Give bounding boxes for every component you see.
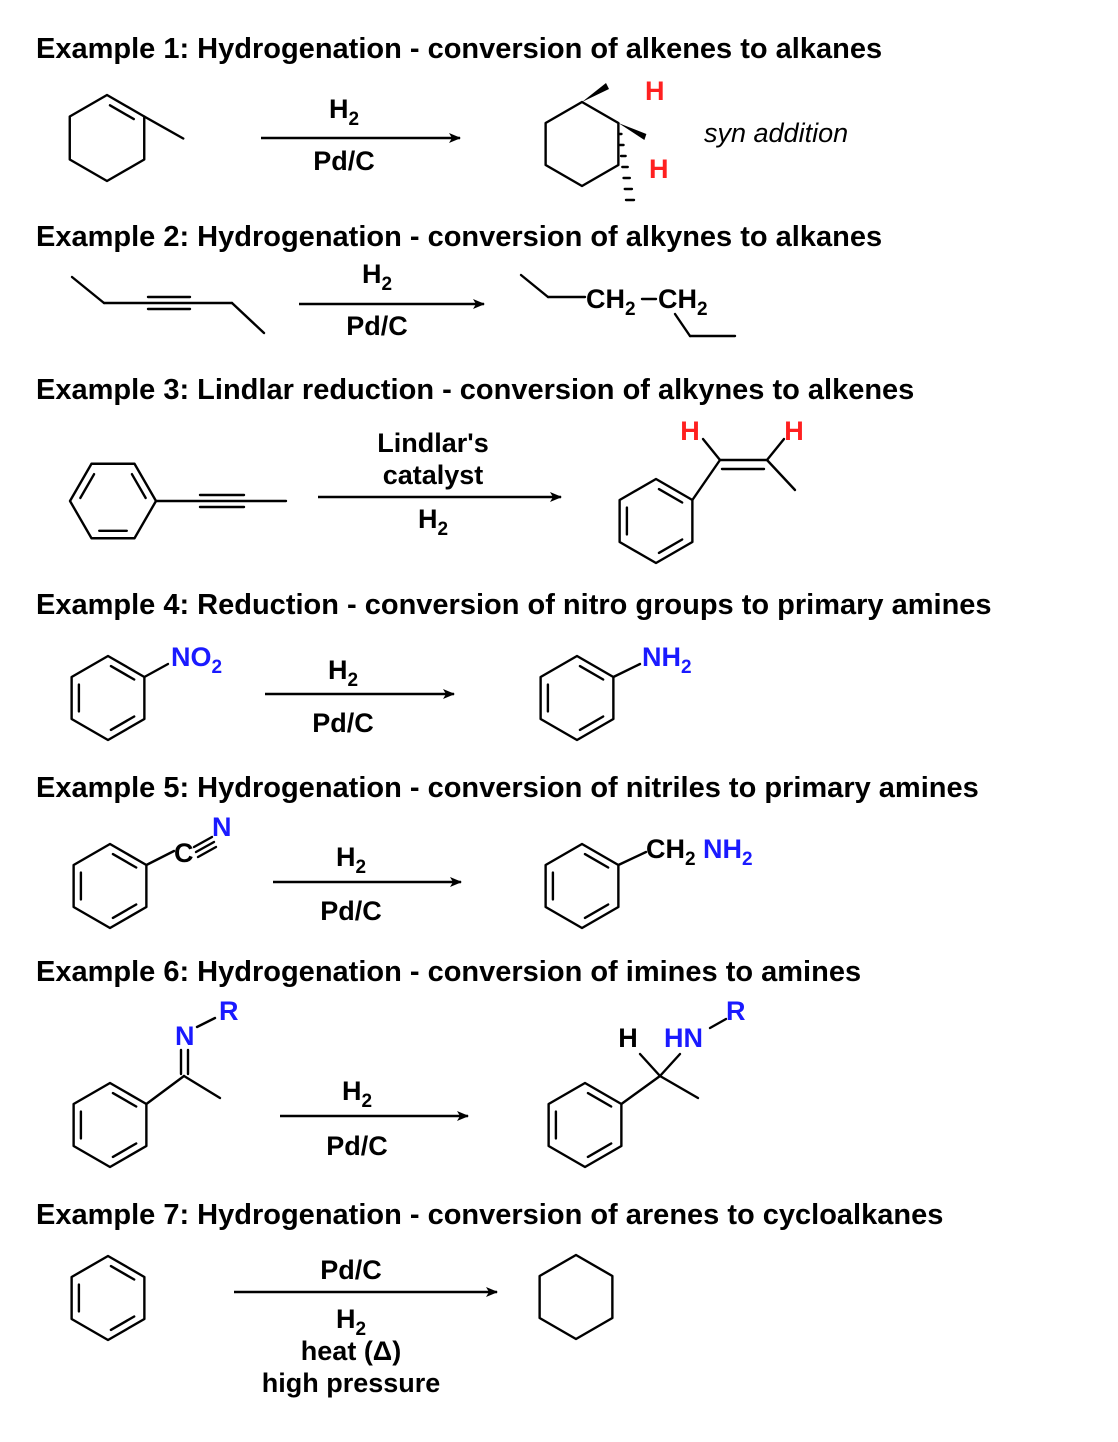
hydrogen-label: H: [618, 1023, 638, 1053]
amine-label: NH2: [703, 834, 753, 870]
reagent-below: Pd/C: [346, 311, 408, 341]
reactant-benzonitrile: CN: [72, 812, 232, 930]
reagent-below: Pd/C: [320, 896, 382, 926]
product-aniline: NH2: [539, 642, 692, 742]
reactant-nitrobenzene: NO2: [70, 642, 222, 742]
ch2-label: CH2: [658, 284, 708, 320]
reagent-below: Pd/C: [326, 1131, 388, 1161]
syn-addition-note: syn addition: [704, 118, 848, 148]
reagent-below: heat (Δ): [301, 1336, 401, 1366]
amine-label: HN: [664, 1023, 703, 1053]
reagent-below: H2: [418, 504, 448, 540]
product-amine: H HN R: [547, 996, 746, 1169]
example-title: Example 6: Hydrogenation - conversion of…: [36, 956, 861, 988]
reagent-below: Pd/C: [313, 146, 375, 176]
example-title: Example 4: Reduction - conversion of nit…: [36, 589, 992, 621]
product-hexane: CH2 CH2: [519, 273, 737, 338]
example-title: Example 3: Lindlar reduction - conversio…: [36, 374, 914, 406]
carbon-label: C: [174, 838, 194, 868]
reactant-phenylpropyne: [68, 462, 288, 540]
amine-label: NH2: [642, 642, 692, 678]
hydrogen-label: H: [645, 76, 665, 106]
hydrogen-label: H: [680, 416, 700, 446]
reagent-below: H2: [336, 1304, 366, 1340]
example-title: Example 7: Hydrogenation - conversion of…: [36, 1199, 943, 1231]
reagent-above: H2: [342, 1076, 372, 1112]
reagent-above: H2: [328, 655, 358, 691]
reagent-above: Pd/C: [320, 1255, 382, 1285]
reagent-above: H2: [362, 259, 392, 295]
example-title: Example 2: Hydrogenation - conversion of…: [36, 221, 882, 253]
nitrogen-label: N: [175, 1021, 195, 1051]
example-title: Example 5: Hydrogenation - conversion of…: [36, 772, 979, 804]
product-cyclohexane: [538, 1253, 614, 1341]
hydrogen-label: H: [649, 154, 669, 184]
hydrogen-label: H: [784, 416, 804, 446]
reagent-above: H2: [329, 94, 359, 130]
ch2-label: CH2: [586, 284, 636, 320]
reagent-above: Lindlar's: [377, 428, 488, 458]
r-group-label: R: [726, 996, 746, 1026]
reagent-below: Pd/C: [312, 708, 374, 738]
reagent-below: high pressure: [262, 1368, 441, 1398]
reactant-methylcyclohexene: [68, 93, 185, 183]
reactant-benzene: [70, 1254, 146, 1342]
r-group-label: R: [219, 996, 239, 1026]
reagent-above: catalyst: [383, 460, 484, 490]
ch2-label: CH2: [646, 834, 696, 870]
reagent-above: H2: [336, 842, 366, 878]
reactant-3-hexyne: [70, 275, 266, 335]
nitro-label: NO2: [171, 642, 222, 678]
nitrogen-label: N: [212, 812, 232, 842]
reactant-imine: NR: [72, 996, 239, 1169]
example-title: Example 1: Hydrogenation - conversion of…: [36, 33, 882, 65]
